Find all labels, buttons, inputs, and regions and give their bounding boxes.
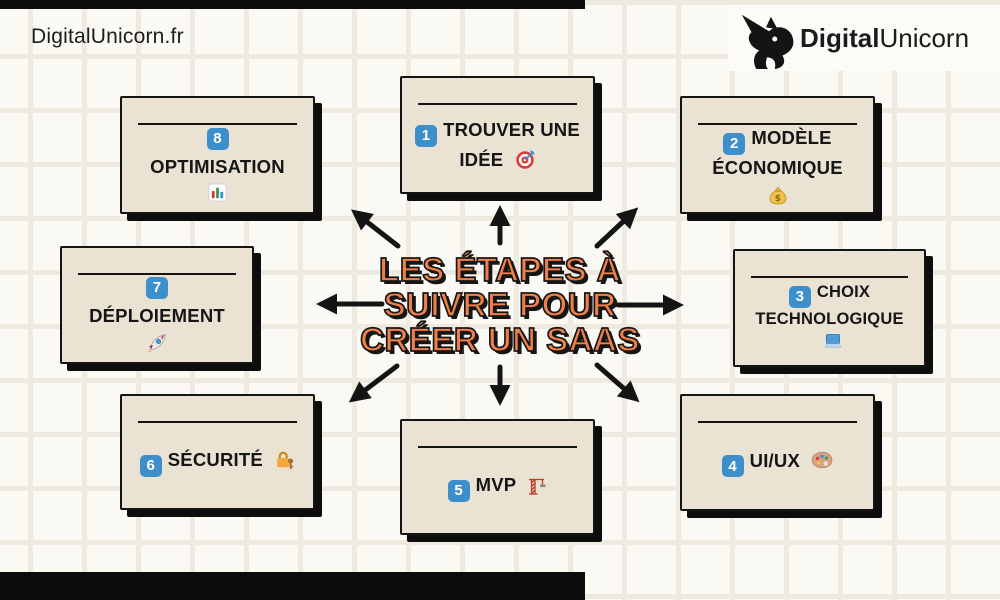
card-divider [418,446,577,448]
step-label: SÉCURITÉ [167,449,263,471]
step-number-badge: 7 [146,276,168,299]
top-black-bar [0,0,585,9]
card-divider [138,421,297,423]
arrow-up-right [594,207,639,249]
brand-wordmark: DigitalUnicorn [800,23,969,54]
svg-text:$: $ [774,194,780,204]
lock-key-icon [277,451,294,470]
unicorn-icon [741,14,794,69]
money-bag-icon: $ [768,186,787,205]
laptop-icon [824,334,841,348]
step-label: DÉPLOIEMENT [89,304,225,326]
step-number-badge: 2 [723,133,746,156]
central-title: LES ÉTAPES À SUIVRE POUR CRÉER UN SAAS [300,251,700,358]
card-divider [751,276,908,278]
arrow-down-right [594,362,640,403]
bottom-black-bar [0,572,585,600]
bar-chart-icon [208,183,227,202]
rocket-icon [147,334,166,353]
card-divider [698,421,857,423]
brand-logo: DigitalUnicorn [728,5,1000,71]
step-number-badge: 8 [206,127,229,150]
watermark-text: DigitalUnicorn.fr [31,25,184,48]
step-label: UI/UX [749,449,800,471]
step-number-badge: 4 [721,455,744,478]
step-label: MODÈLE ÉCONOMIQUE [712,127,843,179]
crane-icon [529,478,546,495]
step-label: MVP [475,474,516,496]
arrow-down-left [348,363,400,403]
step-label: CHOIX TECHNOLOGIQUE [755,282,904,328]
title-line-1: LES ÉTAPES À [378,251,621,288]
card-divider [138,123,297,125]
step-number-badge: 5 [447,479,470,502]
step-number-badge: 6 [139,454,162,477]
card-divider [418,103,577,105]
brand-word-light: Unicorn [879,22,970,53]
title-line-3: CRÉER UN SAAS [359,321,640,358]
step-number-badge: 1 [415,124,438,147]
brand-word-bold: Digital [800,22,880,53]
step-label: TROUVER UNE IDÉE [443,118,580,170]
step-label: OPTIMISATION [150,155,285,177]
target-icon [515,149,535,169]
step-number-badge: 3 [788,285,811,308]
title-line-2: SUIVRE POUR [383,286,617,323]
arrow-up-left [350,209,401,249]
card-divider [78,273,236,275]
palette-icon [812,451,833,468]
card-divider [698,123,857,125]
